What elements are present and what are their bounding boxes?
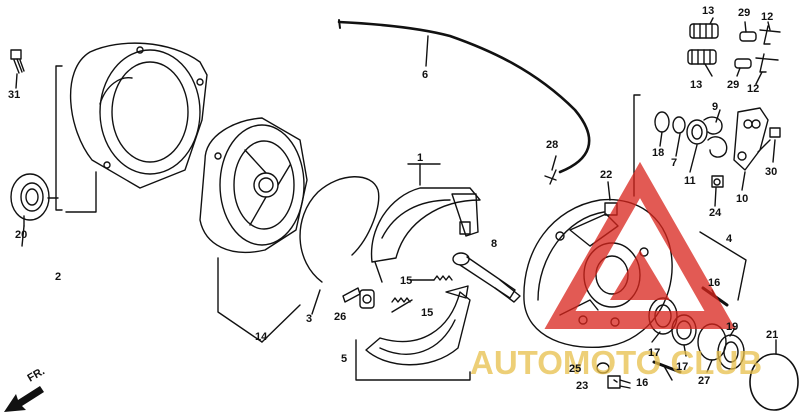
clip-12-upper xyxy=(759,25,781,45)
callout-15-lower: 15 xyxy=(421,307,433,319)
brake-spring-lower xyxy=(391,297,411,303)
watermark-text: AUTOMOTO CLUB xyxy=(470,344,762,381)
clip-12-lower xyxy=(755,53,779,73)
direction-label: FR. xyxy=(26,365,47,384)
snap-ring xyxy=(299,176,380,283)
callout-7: 7 xyxy=(671,157,677,169)
flange-bolt xyxy=(607,375,631,389)
callout-16-upper: 16 xyxy=(708,277,720,289)
brake-arm xyxy=(733,107,769,171)
spring-13-upper xyxy=(689,23,719,39)
callout-22: 22 xyxy=(600,169,612,181)
callout-2: 2 xyxy=(55,271,61,283)
callout-10: 10 xyxy=(736,193,748,205)
bolt xyxy=(10,49,25,74)
brake-drum xyxy=(199,117,308,254)
callout-11: 11 xyxy=(684,175,696,187)
brake-spring xyxy=(433,275,453,281)
callout-17-lower: 17 xyxy=(676,361,688,373)
callout-9: 9 xyxy=(712,101,718,113)
callout-5: 5 xyxy=(341,353,347,365)
callout-12-lower: 12 xyxy=(747,83,759,95)
callout-16-lower: 16 xyxy=(636,377,648,389)
stud-bolt-lower xyxy=(652,360,682,374)
callout-21: 21 xyxy=(766,329,778,341)
oil-seal xyxy=(10,173,50,221)
callout-13-lower: 13 xyxy=(690,79,702,91)
callout-12-upper: 12 xyxy=(761,11,773,23)
callout-23: 23 xyxy=(576,380,588,392)
callout-4: 4 xyxy=(726,233,733,245)
callout-19: 19 xyxy=(726,321,738,333)
brake-cable xyxy=(337,20,591,174)
callout-25: 25 xyxy=(569,363,581,375)
large-o-ring xyxy=(749,353,799,411)
pin-29-lower xyxy=(734,58,752,69)
washer-7 xyxy=(672,116,686,134)
callout-1: 1 xyxy=(417,152,423,164)
brake-panel-cover xyxy=(70,42,208,189)
indicator-plate xyxy=(686,119,708,145)
callout-8: 8 xyxy=(491,238,497,250)
callout-18: 18 xyxy=(652,147,664,159)
callout-6: 6 xyxy=(422,69,428,81)
front-direction-arrow: FR. xyxy=(4,365,47,412)
callout-30: 30 xyxy=(765,166,777,178)
callout-14: 14 xyxy=(255,331,268,343)
arm-bolt xyxy=(757,127,781,153)
callout-26: 26 xyxy=(334,311,346,323)
callout-20: 20 xyxy=(15,229,27,241)
clip-9 xyxy=(703,116,723,135)
callout-27: 27 xyxy=(698,375,710,387)
callout-24: 24 xyxy=(709,207,722,219)
callout-28: 28 xyxy=(546,139,558,151)
brake-cam xyxy=(452,252,521,303)
callout-labels: 6 31 20 2 14 3 1 8 15 15 26 5 28 22 13 1… xyxy=(8,5,778,392)
watermark-logo: AUTOMOTO CLUB xyxy=(470,161,762,381)
spring-clip-11 xyxy=(707,136,728,158)
callout-15-upper: 15 xyxy=(400,275,412,287)
brake-shoe-upper xyxy=(370,187,481,283)
spring-13-lower xyxy=(687,49,717,65)
seal-18 xyxy=(654,111,670,133)
brake-shoe-lower xyxy=(365,285,471,366)
washer xyxy=(596,362,610,374)
nut-24 xyxy=(711,175,724,188)
callout-17-upper: 17 xyxy=(648,347,660,359)
callout-3: 3 xyxy=(306,313,312,325)
callout-29-lower: 29 xyxy=(727,79,739,91)
adjuster-piece xyxy=(342,287,375,309)
pin-29-upper xyxy=(739,31,757,42)
callout-29-upper: 29 xyxy=(738,7,750,19)
callout-31: 31 xyxy=(8,89,20,101)
callout-13-upper: 13 xyxy=(702,5,714,17)
